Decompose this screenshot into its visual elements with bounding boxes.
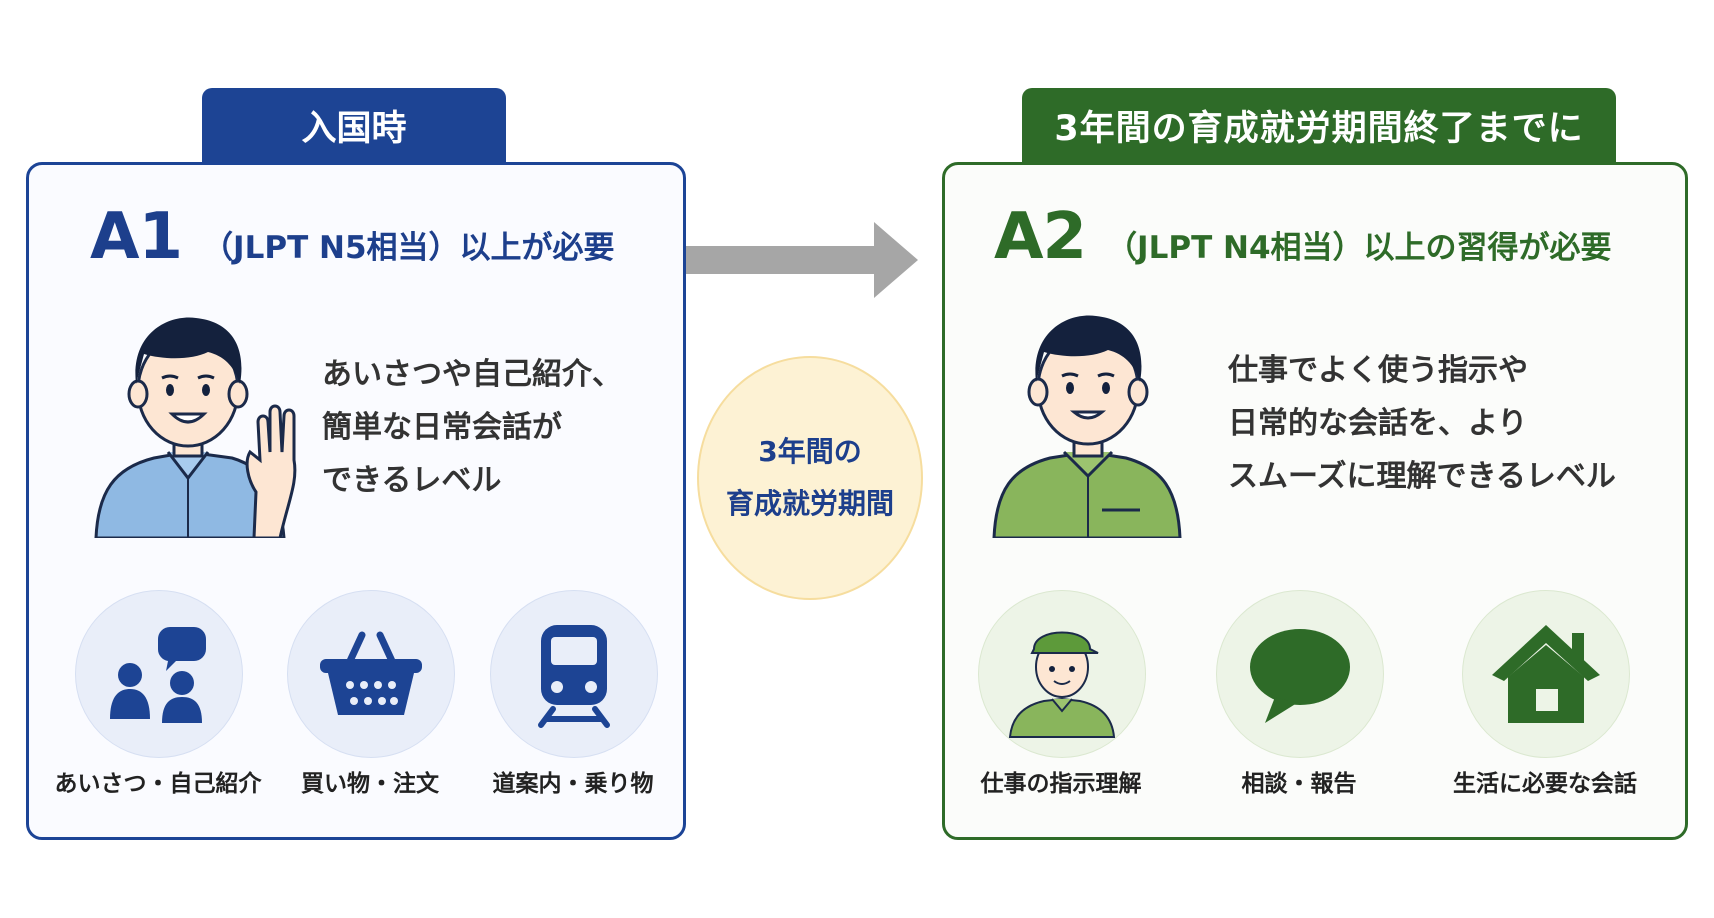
a1-description: あいさつや自己紹介、 簡単な日常会話が できるレベル	[322, 348, 622, 507]
a1-heading: A1 （JLPT N5相当）以上が必要	[90, 200, 615, 274]
a2-icon-life-label: 生活に必要な会話	[1453, 771, 1637, 797]
a2-icon-life	[1462, 590, 1630, 758]
a2-icon-work	[978, 590, 1146, 758]
a2-description: 仕事でよく使う指示や 日常的な会話を、より スムーズに理解できるレベル	[1228, 344, 1616, 503]
a1-icon-shopping	[287, 590, 455, 758]
people-chat-icon	[110, 627, 206, 723]
shopping-basket-icon	[320, 631, 422, 715]
a1-icon-transport-label: 道案内・乗り物	[492, 771, 654, 797]
a2-description-line-3: スムーズに理解できるレベル	[1228, 459, 1616, 494]
a1-icon-greeting	[75, 590, 243, 758]
training-period-badge: 3年間の 育成就労期間	[697, 356, 923, 600]
a2-requirement: （JLPT N4相当）以上の習得が必要	[1106, 230, 1612, 266]
a1-description-line-2: 簡単な日常会話が	[322, 410, 562, 445]
a1-icon-shopping-label: 買い物・注文	[301, 771, 439, 797]
progress-arrow	[686, 222, 918, 298]
train-icon	[538, 625, 610, 728]
period-line-1: 3年間の	[758, 435, 862, 468]
goal-tab-label: 3年間の育成就労期間終了までに	[1054, 108, 1584, 149]
person-waving-icon	[94, 317, 297, 538]
goal-tab: 3年間の育成就労期間終了までに	[1022, 88, 1616, 162]
a1-description-line-1: あいさつや自己紹介、	[322, 357, 622, 392]
a2-icon-consult-label: 相談・報告	[1241, 771, 1357, 797]
person-worker-icon	[992, 315, 1182, 538]
a2-icon-consult	[1216, 590, 1384, 758]
a1-description-line-3: できるレベル	[322, 463, 502, 498]
period-line-2: 育成就労期間	[725, 487, 894, 520]
speech-bubble-icon	[1250, 629, 1350, 723]
worker-icon	[1008, 631, 1116, 738]
a2-level: A2	[994, 200, 1087, 274]
a2-heading: A2 （JLPT N4相当）以上の習得が必要	[994, 200, 1612, 274]
a1-requirement: （JLPT N5相当）以上が必要	[202, 230, 615, 266]
entry-tab: 入国時	[202, 88, 506, 162]
a2-description-line-1: 仕事でよく使う指示や	[1228, 353, 1528, 388]
a2-description-line-2: 日常的な会話を、より	[1228, 406, 1528, 441]
entry-tab-label: 入国時	[301, 108, 407, 149]
a2-icon-work-label: 仕事の指示理解	[980, 771, 1142, 797]
house-icon	[1492, 625, 1600, 723]
a1-level: A1	[90, 200, 183, 274]
a1-icon-greeting-label: あいさつ・自己紹介	[54, 771, 262, 797]
a1-icon-transport	[490, 590, 658, 758]
